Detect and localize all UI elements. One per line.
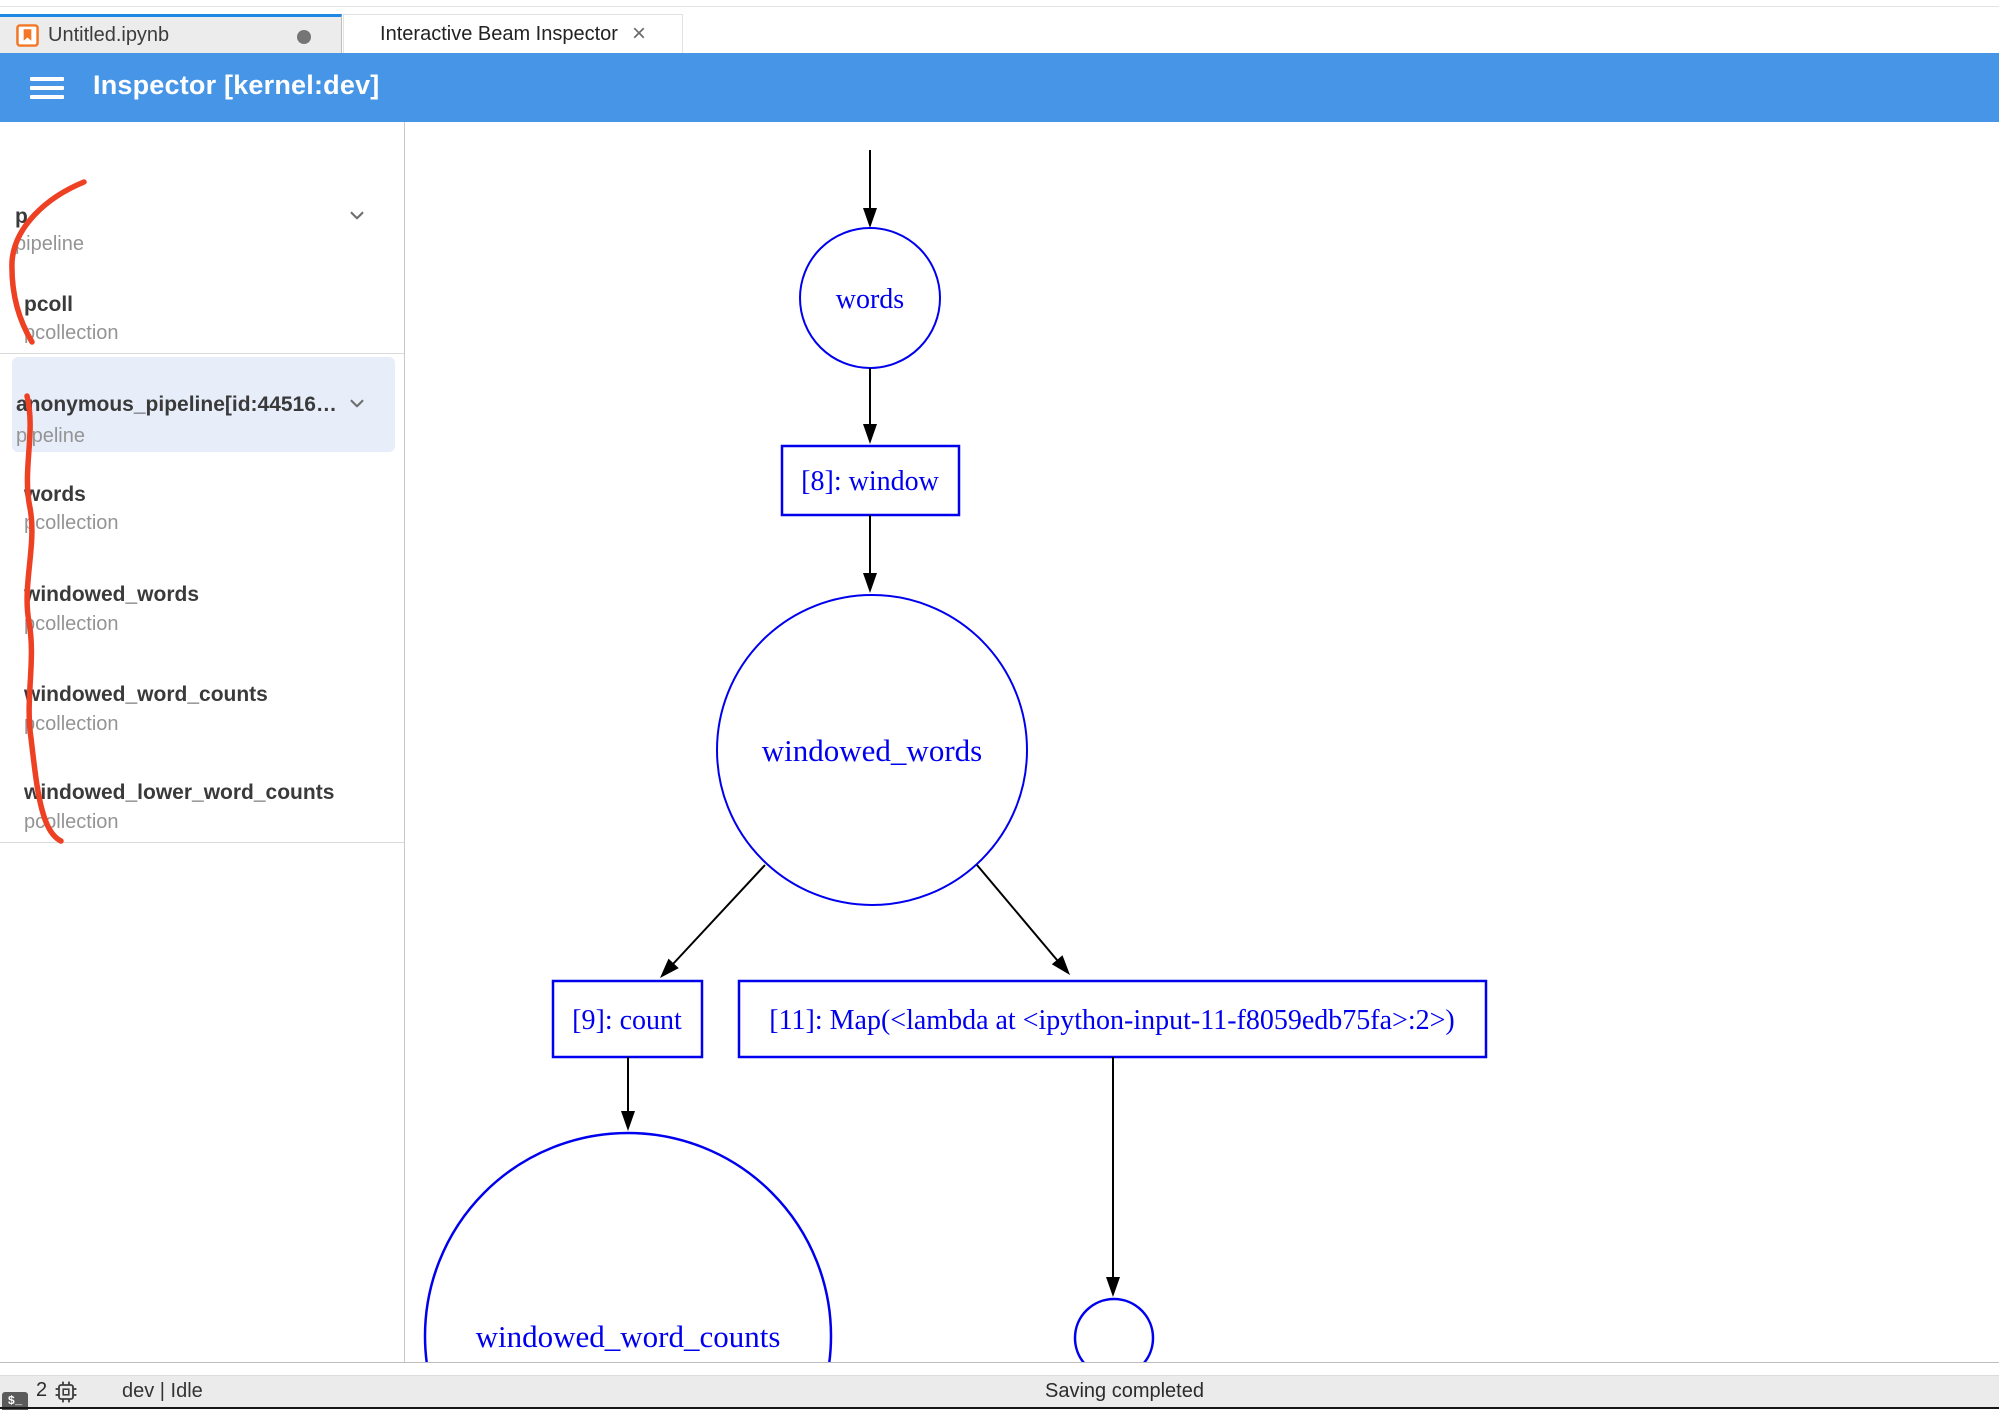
saving-status-message: Saving completed (1045, 1380, 1204, 1402)
sidebar-item-type: pipeline (15, 233, 84, 255)
sidebar-item-windowed-word-counts[interactable]: windowed_word_counts (24, 683, 268, 706)
node-window-transform[interactable]: [8]: window (780, 444, 961, 517)
node-words-pcollection[interactable]: words (799, 227, 941, 369)
node-windowed-word-counts-pcollection[interactable]: windowed_word_counts (423, 1131, 833, 1363)
hamburger-menu-icon[interactable] (30, 77, 64, 99)
window-top-border (0, 6, 1999, 7)
sidebar-item-words[interactable]: words (24, 483, 86, 506)
edge-words-to-window (863, 368, 877, 444)
edge-window-to-windowed-words (863, 515, 877, 593)
terminal-icon[interactable]: $_ (2, 1392, 28, 1410)
window-bottom-edge (0, 1407, 1999, 1409)
svg-text:words: words (836, 284, 904, 315)
sidebar-item-type: pcollection (24, 713, 119, 735)
inspectables-sidebar: p pipeline pcoll pcollection anonymous_p… (0, 122, 405, 1363)
edge-windowed-words-to-count (660, 864, 766, 978)
page-title: Inspector [kernel:dev] (93, 70, 380, 100)
node-count-transform[interactable]: [9]: count (551, 979, 704, 1059)
selected-item-highlight (12, 357, 395, 452)
chevron-down-icon[interactable] (344, 390, 370, 416)
chevron-down-icon[interactable] (344, 202, 370, 228)
edge-map-to-pcollection (1106, 1057, 1120, 1297)
close-icon[interactable]: × (631, 20, 646, 47)
sidebar-item-type: pcollection (24, 512, 119, 534)
sidebar-item-type: pcollection (24, 811, 119, 833)
svg-text:windowed_word_counts: windowed_word_counts (476, 1319, 781, 1354)
svg-text:[8]: window: [8]: window (801, 466, 939, 497)
sidebar-divider (0, 353, 404, 354)
sidebar-item-p[interactable]: p (15, 205, 28, 228)
node-map-transform[interactable]: [11]: Map(<lambda at <ipython-input-11-f… (737, 979, 1488, 1059)
sidebar-item-type: pipeline (16, 425, 85, 447)
terminals-count: 2 (36, 1379, 48, 1401)
edge-count-to-windowed-word-counts (621, 1057, 635, 1131)
tab-interactive-beam-inspector[interactable]: Interactive Beam Inspector × (343, 14, 683, 53)
sidebar-item-pcoll[interactable]: pcoll (24, 293, 74, 316)
svg-text:[9]: count: [9]: count (572, 1005, 682, 1036)
edge-into-words (863, 150, 877, 228)
node-windowed-words-pcollection[interactable]: windowed_words (716, 594, 1028, 906)
kernel-status: dev | Idle (122, 1380, 203, 1402)
sidebar-item-windowed-words[interactable]: windowed_words (24, 583, 200, 606)
tab-label: Untitled.ipynb (48, 23, 170, 46)
svg-text:[11]: Map(<lambda at <ipython-: [11]: Map(<lambda at <ipython-input-11-f… (769, 1005, 1454, 1036)
pipeline-graph: words [8]: window windowed_words (423, 150, 1488, 1363)
unsaved-changes-indicator[interactable] (297, 30, 311, 44)
svg-text:windowed_words: windowed_words (762, 733, 982, 768)
status-bar: $_ 2 dev | Idle Saving completed (0, 1375, 1999, 1410)
content-bottom-border (0, 1362, 1999, 1363)
sidebar-item-type: pcollection (24, 322, 119, 344)
sidebar-item-type: pcollection (24, 613, 119, 635)
sidebar-item-windowed-lower-word-counts[interactable]: windowed_lower_word_counts (24, 781, 335, 804)
sidebar-bottom-border (0, 842, 404, 843)
tab-bar: Untitled.ipynb Interactive Beam Inspecto… (0, 14, 1999, 53)
edge-windowed-words-to-map (976, 864, 1070, 975)
inspector-header: Inspector [kernel:dev] (0, 53, 1999, 122)
tab-untitled-notebook[interactable]: Untitled.ipynb (0, 14, 342, 53)
node-windowed-lower-word-counts-pcollection[interactable] (1073, 1297, 1155, 1363)
kernel-chip-icon[interactable] (54, 1380, 78, 1404)
tab-label: Interactive Beam Inspector (380, 22, 618, 45)
sidebar-item-anonymous-pipeline[interactable]: anonymous_pipeline[id:44516… (16, 393, 336, 416)
notebook-icon (16, 23, 39, 47)
